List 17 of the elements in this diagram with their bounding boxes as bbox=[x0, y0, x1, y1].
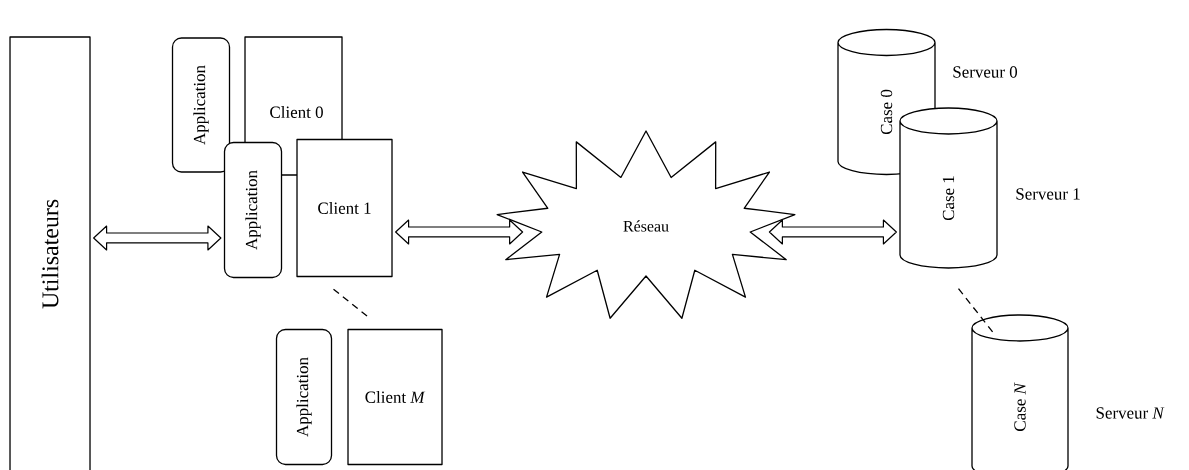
application-box: Application bbox=[223, 141, 283, 279]
dashed-line bbox=[957, 288, 994, 333]
server-cylinder: Case 1 bbox=[899, 107, 998, 269]
server-label: Serveur N bbox=[1096, 407, 1165, 419]
client-box: Client M bbox=[347, 328, 443, 466]
application-box: Application bbox=[275, 328, 333, 466]
double-arrow bbox=[93, 225, 222, 251]
users-box: Utilisateurs bbox=[9, 36, 91, 470]
dashed-line bbox=[332, 288, 369, 318]
server-label: Serveur 1 bbox=[1016, 188, 1080, 200]
application-box: Application bbox=[171, 37, 231, 173]
double-arrow bbox=[768, 219, 897, 245]
server-label: Serveur 0 bbox=[953, 66, 1018, 78]
client-box: Client 1 bbox=[296, 138, 393, 278]
server-cylinder: Case N bbox=[971, 314, 1069, 470]
double-arrow bbox=[395, 219, 524, 245]
network-starburst: Réseau bbox=[496, 130, 796, 319]
